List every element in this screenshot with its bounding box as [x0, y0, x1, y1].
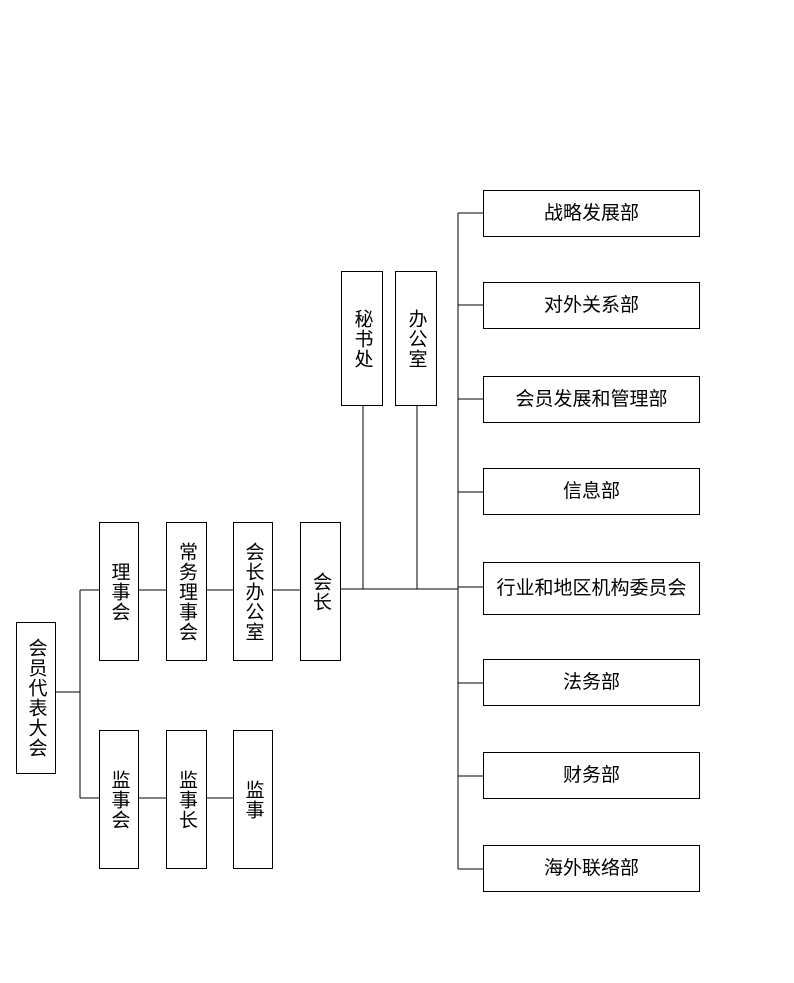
- node-label: 监事长: [176, 769, 198, 830]
- dept-information: 信息部: [483, 468, 700, 515]
- node-president-office: 会长办公室: [233, 522, 273, 661]
- node-label: 会员代表大会: [25, 638, 48, 758]
- node-office: 办公室: [395, 271, 437, 406]
- node-council: 理事会: [99, 522, 139, 661]
- node-label: 秘书处: [351, 308, 374, 369]
- dept-label: 对外关系部: [543, 294, 639, 316]
- dept-label: 财务部: [562, 764, 620, 786]
- dept-label: 会员发展和管理部: [515, 388, 668, 410]
- node-label: 会长办公室: [242, 541, 265, 642]
- dept-industry-regional-committee: 行业和地区机构委员会: [483, 562, 700, 615]
- dept-label: 战略发展部: [543, 202, 639, 224]
- node-supervisor: 监事: [233, 730, 273, 869]
- dept-label: 海外联络部: [543, 857, 639, 879]
- dept-external-relations: 对外关系部: [483, 282, 700, 329]
- node-label: 办公室: [405, 308, 428, 369]
- node-label: 监事会: [108, 769, 131, 830]
- dept-label: 信息部: [562, 480, 620, 502]
- node-label: 会长: [310, 571, 332, 612]
- node-label: 理事会: [108, 561, 131, 622]
- node-president: 会长: [300, 522, 341, 661]
- node-supervisory-board: 监事会: [99, 730, 139, 869]
- dept-overseas-liaison: 海外联络部: [483, 845, 700, 892]
- node-assembly: 会员代表大会: [16, 622, 56, 774]
- node-chief-supervisor: 监事长: [166, 730, 207, 869]
- dept-label: 法务部: [562, 671, 620, 693]
- dept-legal: 法务部: [483, 659, 700, 706]
- dept-member-development: 会员发展和管理部: [483, 376, 700, 423]
- node-standing-council: 常务理事会: [166, 522, 207, 661]
- node-label: 常务理事会: [176, 541, 198, 642]
- node-label: 监事: [242, 779, 265, 820]
- dept-finance: 财务部: [483, 752, 700, 799]
- node-secretariat: 秘书处: [341, 271, 383, 406]
- dept-label: 行业和地区机构委员会: [496, 577, 687, 599]
- dept-strategy: 战略发展部: [483, 190, 700, 237]
